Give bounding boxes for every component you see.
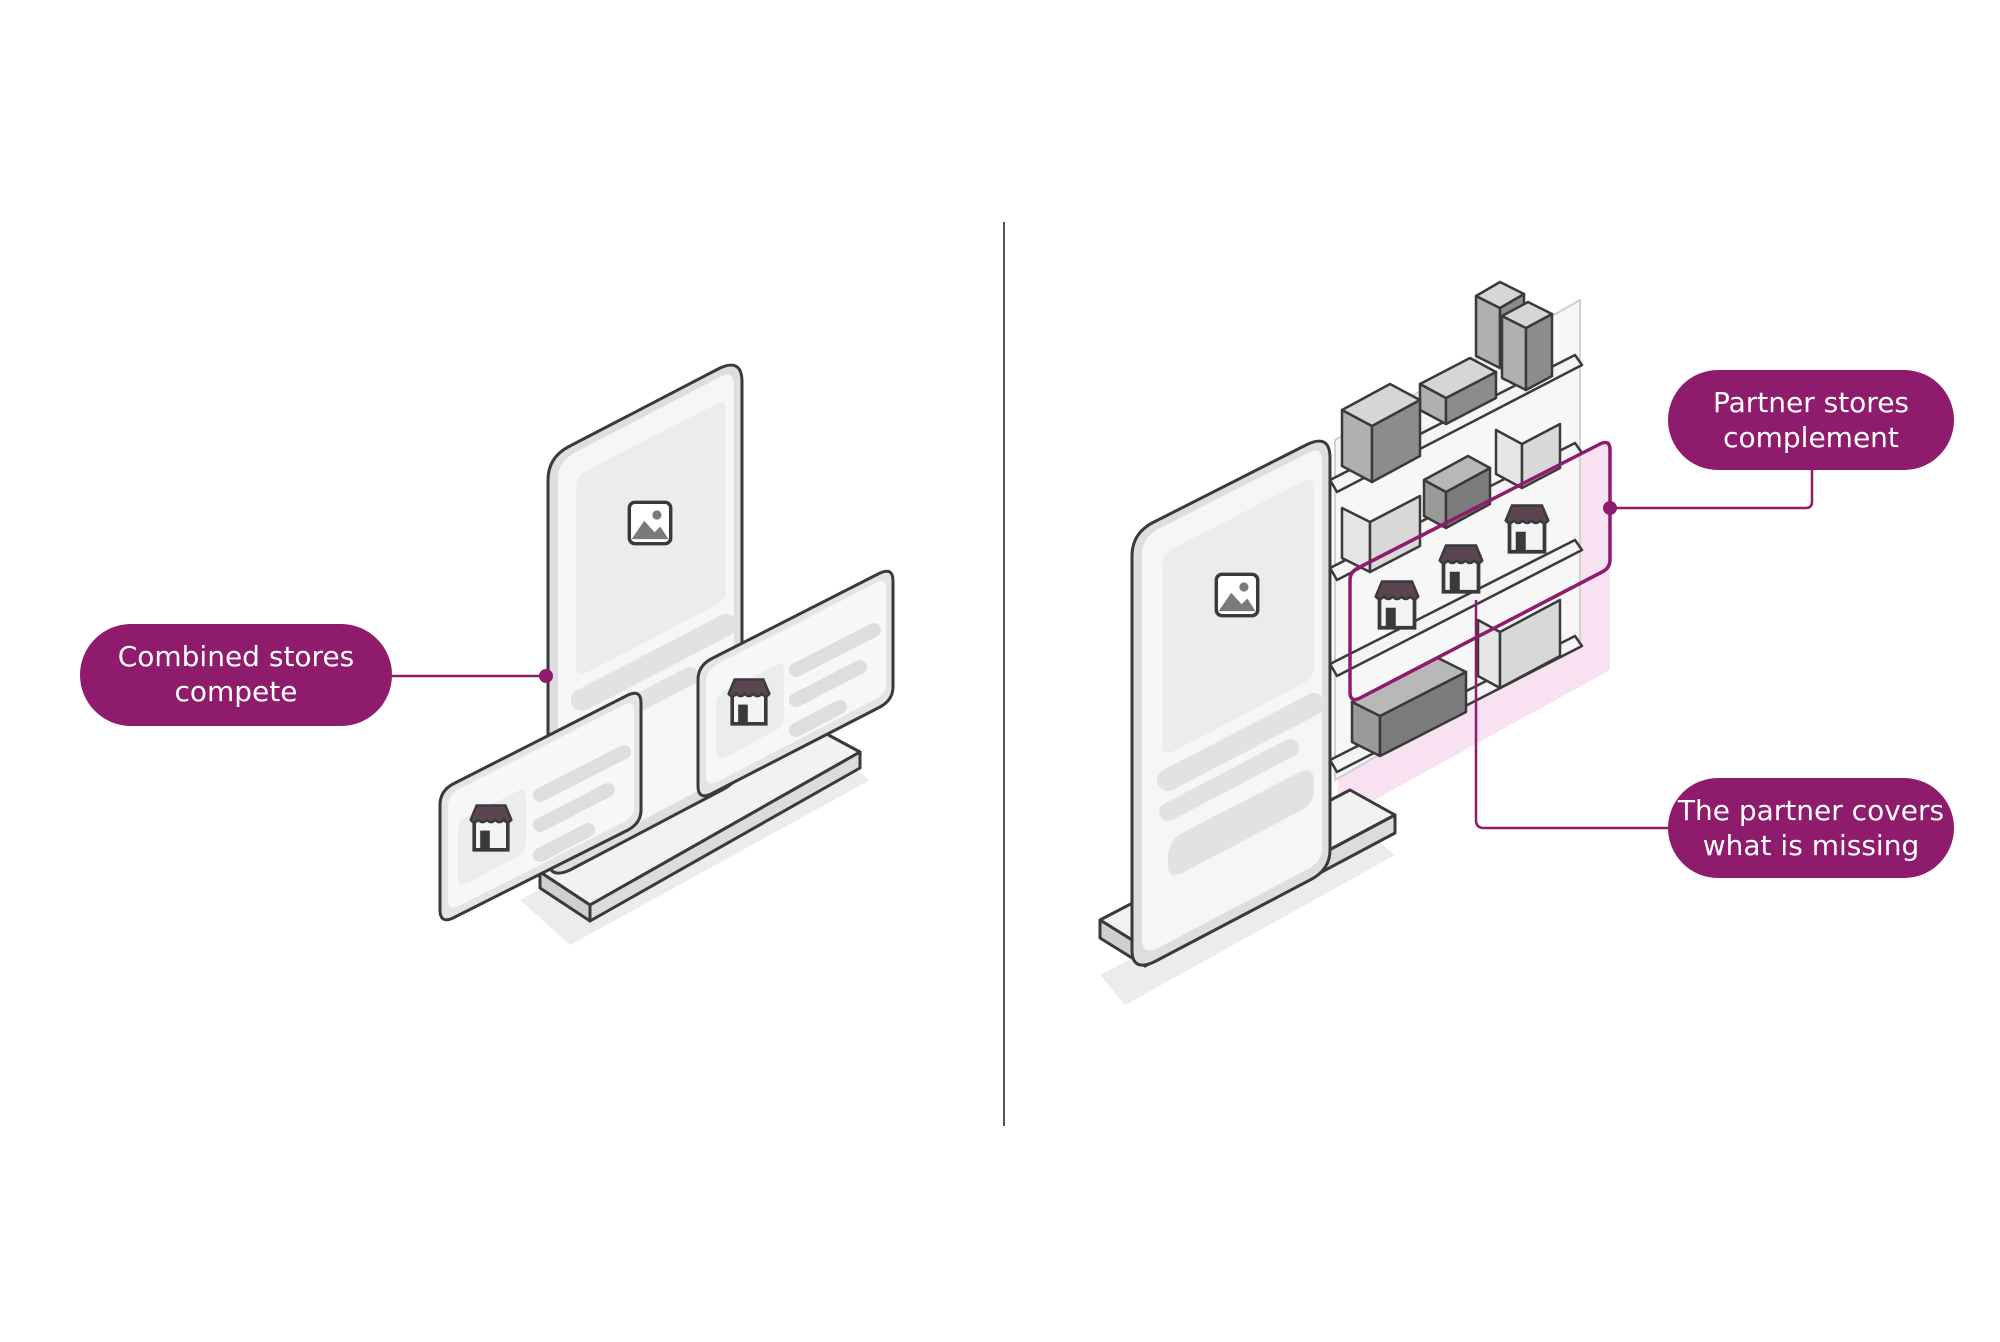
- top-callout-dot: [1603, 501, 1617, 515]
- top-right-callout-pill: Partner stores complement: [1668, 370, 1954, 470]
- partner-highlight-outline: [1348, 440, 1612, 702]
- bottom-callout-line2: what is missing: [1703, 829, 1919, 862]
- top-callout-connector: [1610, 468, 1814, 510]
- top-callout-line2: complement: [1723, 421, 1899, 454]
- shelf-board: [1328, 538, 1584, 678]
- left-scene: Combined stores compete: [80, 363, 895, 945]
- left-callout-line2: compete: [174, 675, 297, 708]
- left-callout-pill: Combined stores compete: [80, 624, 392, 726]
- image-icon: [1214, 572, 1260, 618]
- store-icon: [1503, 503, 1551, 554]
- image-icon: [627, 500, 673, 546]
- left-card-right: [696, 569, 895, 798]
- top-callout-line1: Partner stores: [1713, 386, 1909, 419]
- store-icon: [468, 803, 514, 852]
- right-scene: Partner stores complement The partner co…: [1098, 280, 1954, 1005]
- left-card-left: [438, 691, 643, 922]
- shelf-boxes: [1340, 280, 1562, 758]
- store-icon: [726, 677, 772, 726]
- right-kiosk-panel: [1130, 439, 1332, 967]
- bottom-callout-connector: [1474, 600, 1672, 830]
- store-icon: [1437, 543, 1485, 594]
- bottom-callout-line1: The partner covers: [1677, 794, 1944, 827]
- store-icon: [1373, 579, 1421, 630]
- right-floor-shadow: [1100, 835, 1395, 1005]
- left-callout-line1: Combined stores: [118, 640, 355, 673]
- left-callout-dot: [539, 669, 553, 683]
- bottom-right-callout-pill: The partner covers what is missing: [1668, 778, 1954, 878]
